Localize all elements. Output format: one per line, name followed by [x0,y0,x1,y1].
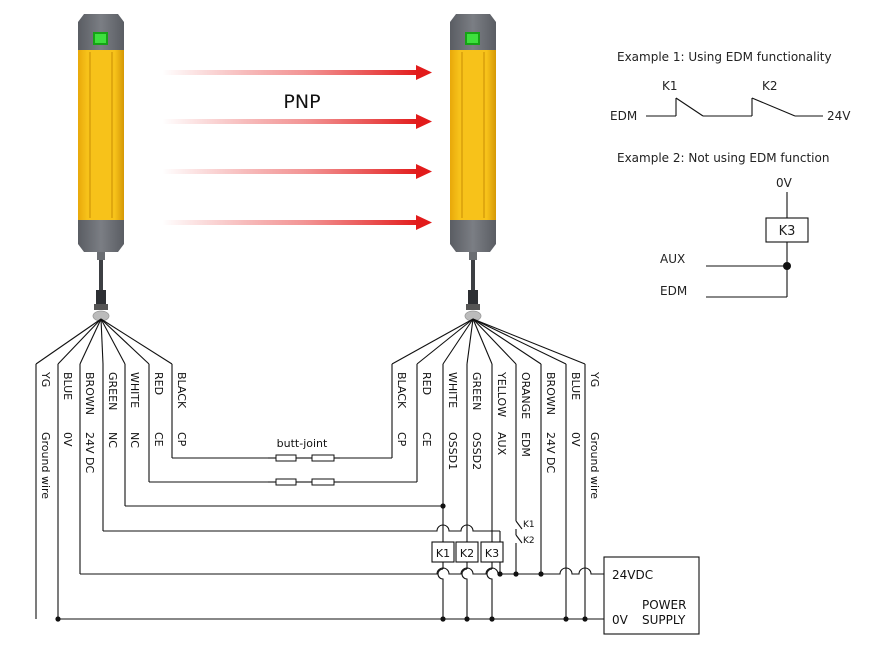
beam-arrow [162,70,418,75]
wire-color-label: YG [39,371,52,387]
wire-function-label: OSSD2 [470,432,483,470]
svg-text:K3: K3 [779,224,796,239]
wire-color-label: GREEN [470,372,483,410]
butt-joint-connector [268,454,340,462]
wire-function-label: CE [152,432,165,447]
wire-function-label: 24V DC [83,432,96,473]
example-2-title: Example 2: Not using EDM function [617,151,829,165]
transmitter-sensor [78,14,124,322]
wire-color-label: YG [588,371,601,387]
butt-joint-label: butt-joint [277,437,328,450]
svg-text:K1: K1 [436,547,450,560]
wire-function-label: NC [106,432,119,448]
indicator-light [95,34,106,43]
wire-function-label: AUX [495,432,508,456]
light-beams [162,65,432,230]
wire-color-label: BLUE [61,372,74,400]
svg-text:K2: K2 [523,536,535,546]
wire-color-label: BLACK [395,372,408,409]
psu-label: SUPPLY [642,613,686,627]
svg-text:AUX: AUX [660,252,685,266]
receiver-wire-labels: BLACK CP RED CE WHITE OSSD1 GREEN OSSD2 … [395,371,601,499]
wire-function-label: 0V [61,432,74,447]
edm-contacts: K1 K2 [515,520,535,574]
svg-text:K2: K2 [762,79,778,93]
psu-24v-terminal: 24VDC [612,568,653,582]
wire-color-label: ORANGE [519,372,532,419]
wire-color-label: BLACK [175,372,188,409]
wire-function-label: CP [175,432,188,447]
wire-function-label: OSSD1 [446,432,459,470]
wire-color-label: WHITE [446,372,459,408]
svg-text:K1: K1 [662,79,678,93]
indicator-light [467,34,478,43]
power-supply: 24VDC 0V POWER SUPPLY [603,556,700,635]
example-2: Example 2: Not using EDM function 0V K3 … [617,151,829,298]
svg-text:K2: K2 [460,547,474,560]
svg-text:24V: 24V [827,109,851,123]
svg-text:K3: K3 [485,547,499,560]
relay-k3 [765,217,809,243]
wire-color-label: BROWN [83,372,96,415]
psu-0v-terminal: 0V [612,613,629,627]
wire-color-label: RED [152,372,165,395]
wire-color-label: BLUE [569,372,582,400]
beam-arrow [162,119,418,124]
wire-color-label: BROWN [544,372,557,415]
wire-color-label: YELLOW [495,371,508,417]
wire-function-label: CP [395,432,408,447]
wire-function-label: Ground wire [39,432,52,499]
relay-coils: K1 K2 K3 [431,541,504,563]
transmitter-wire-labels: YG Ground wire BLUE 0V BROWN 24V DC GREE… [39,371,188,499]
receiver-sensor [450,14,496,322]
svg-text:EDM: EDM [610,109,637,123]
wiring: butt-joint K1 K2 K3 [35,318,604,622]
wire-color-label: GREEN [106,372,119,410]
example-1-title: Example 1: Using EDM functionality [617,50,832,64]
wire-function-label: 0V [569,432,582,447]
wire-function-label: Ground wire [588,432,601,499]
svg-text:0V: 0V [776,176,793,190]
wire-function-label: EDM [519,432,532,457]
beam-arrow [162,220,418,225]
wire-color-label: WHITE [128,372,141,408]
title: PNP [283,91,320,113]
psu-label: POWER [642,598,686,612]
svg-text:K1: K1 [523,520,535,530]
svg-text:EDM: EDM [660,284,687,298]
wire-function-label: NC [128,432,141,448]
wire-function-label: CE [420,432,433,447]
butt-joint-connector [268,478,340,486]
example-1: Example 1: Using EDM functionality EDM K… [610,50,851,123]
wire-function-label: 24V DC [544,432,557,473]
beam-arrow [162,169,418,174]
wire-color-label: RED [420,372,433,395]
